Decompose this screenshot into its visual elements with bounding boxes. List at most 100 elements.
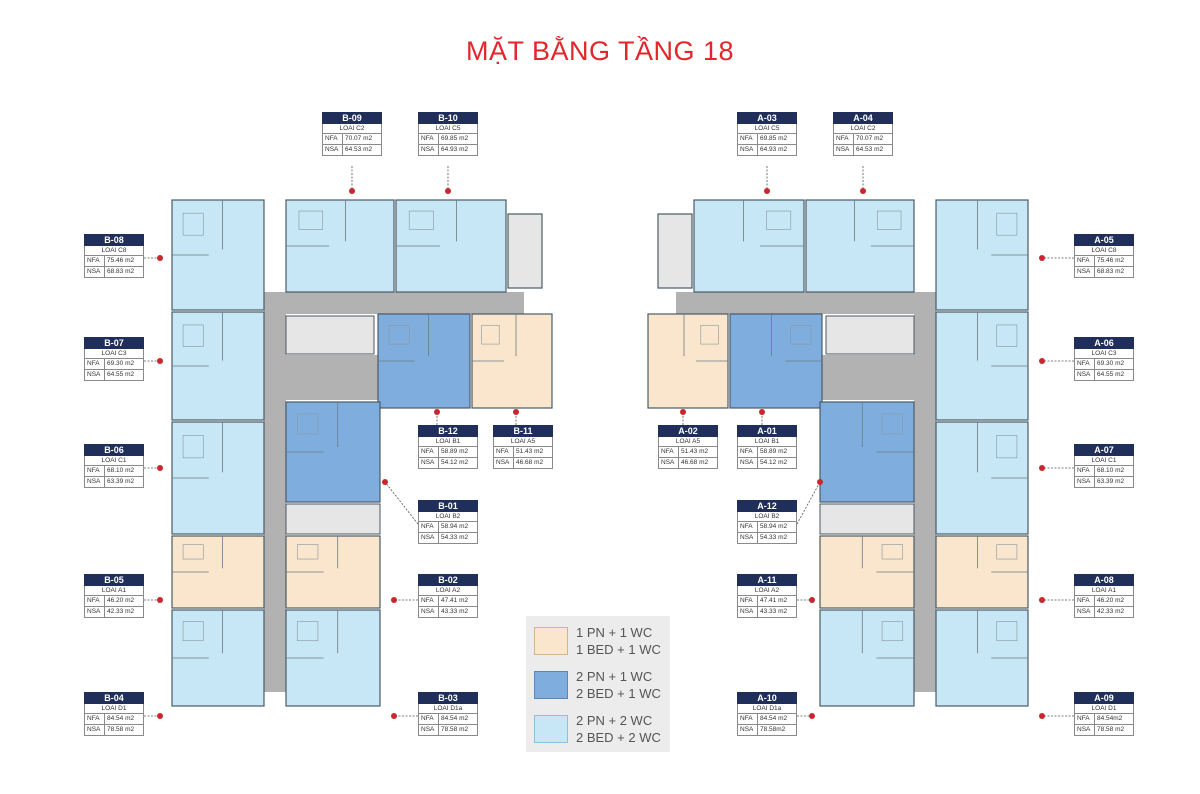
unit-marker-dot: [809, 597, 815, 603]
corridor: [819, 355, 914, 400]
nsa-value: 54.12 m2: [441, 459, 469, 466]
bed-furniture: [881, 413, 904, 435]
nsa-value: 43.33 m2: [760, 608, 788, 615]
floor-plan-tower-b: [171, 199, 553, 707]
unit-code: B-04: [84, 692, 144, 704]
unit-marker-dot: [349, 188, 355, 194]
nfa-value: 47.41 m2: [441, 597, 469, 604]
nsa-value: 78.58 m2: [441, 726, 469, 733]
leader-line: [796, 481, 821, 525]
nfa-value: 84.54 m2: [760, 715, 788, 722]
unit-marker-dot: [759, 409, 765, 415]
bed-furniture: [996, 621, 1018, 642]
nsa-value: 64.53 m2: [856, 146, 884, 153]
nfa-label: NFA: [834, 134, 854, 144]
bed-furniture: [481, 324, 500, 345]
unit-code: A-05: [1074, 234, 1134, 246]
unit-code: A-09: [1074, 692, 1134, 704]
unit-marker-dot: [445, 188, 451, 194]
corridor: [264, 292, 524, 314]
unit-code: A-10: [737, 692, 797, 704]
unit-type: LOAI C8: [1074, 246, 1134, 256]
legend-swatch: [534, 627, 568, 655]
nfa-label: NFA: [1075, 466, 1095, 476]
nfa-value: 69.30 m2: [107, 360, 135, 367]
unit-code: B-10: [418, 112, 478, 124]
nsa-value: 46.68 m2: [681, 459, 709, 466]
nfa-value: 75.46 m2: [1097, 257, 1125, 264]
unit-type: LOAI A5: [658, 437, 718, 447]
nfa-label: NFA: [1075, 256, 1095, 266]
service-core: [285, 315, 375, 355]
bed-furniture: [996, 544, 1018, 560]
nsa-label: NSA: [738, 725, 758, 735]
nfa-value: 69.85 m2: [441, 135, 469, 142]
legend-item-one-bed: 1 PN + 1 WC 1 BED + 1 WC: [534, 624, 661, 658]
nfa-value: 70.07 m2: [345, 135, 373, 142]
unit-code: B-06: [84, 444, 144, 456]
corridor: [914, 292, 936, 692]
nfa-label: NFA: [1075, 714, 1095, 724]
nfa-label: NFA: [85, 359, 105, 369]
bed-furniture: [182, 435, 204, 459]
service-core: [825, 315, 915, 355]
nfa-label: NFA: [85, 256, 105, 266]
unit-marker-dot: [809, 713, 815, 719]
unit-code: A-01: [737, 425, 797, 437]
unit-code: A-07: [1074, 444, 1134, 456]
unit-marker-dot: [157, 465, 163, 471]
nsa-value: 54.12 m2: [760, 459, 788, 466]
legend-label: 2 PN + 1 WC: [576, 669, 653, 684]
bed-furniture: [182, 212, 204, 236]
nsa-label: NSA: [659, 458, 679, 468]
nsa-value: 78.58 m2: [107, 726, 135, 733]
unit-type: LOAI B1: [418, 437, 478, 447]
nfa-label: NFA: [738, 522, 758, 532]
unit-type: LOAI B2: [418, 512, 478, 522]
bed-furniture: [876, 210, 902, 230]
nfa-label: NFA: [738, 447, 758, 457]
nfa-label: NFA: [419, 134, 439, 144]
nsa-label: NSA: [1075, 267, 1095, 277]
nsa-label: NSA: [1075, 725, 1095, 735]
nfa-value: 68.10 m2: [107, 467, 135, 474]
legend-label: 1 PN + 1 WC: [576, 625, 653, 640]
unit-type: LOAI B1: [737, 437, 797, 447]
nsa-label: NSA: [85, 267, 105, 277]
bed-furniture: [296, 621, 319, 642]
nfa-label: NFA: [323, 134, 343, 144]
unit-marker-dot: [157, 597, 163, 603]
unit-type: LOAI A2: [418, 586, 478, 596]
legend-item-two-bed-one-wc: 2 PN + 1 WC 2 BED + 1 WC: [534, 668, 661, 702]
nsa-label: NSA: [738, 607, 758, 617]
unit-marker-dot: [1039, 358, 1045, 364]
nfa-value: 84.54 m2: [441, 715, 469, 722]
